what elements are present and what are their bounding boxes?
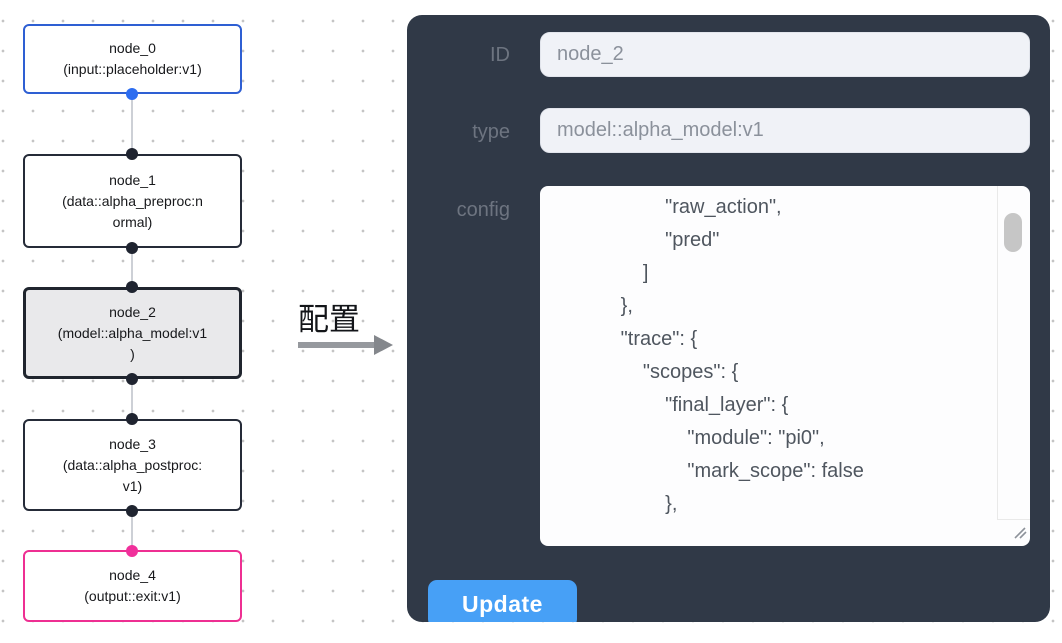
node2-output-handle[interactable] [126, 373, 138, 385]
config-json-text: "raw_action", "pred" ] }, "trace": { "sc… [620, 196, 864, 515]
node4-input-handle[interactable] [126, 545, 138, 557]
node-title: node_1 [109, 171, 156, 188]
node-subtitle: ormal) [112, 213, 153, 230]
node-title: node_4 [109, 567, 156, 583]
node1-input-handle[interactable] [126, 148, 138, 160]
node-subtitle: (model::alpha_model:v1 [57, 324, 208, 341]
node-subtitle: (output::exit:v1) [84, 588, 181, 604]
node-subtitle: (data::alpha_preproc:n [62, 192, 203, 209]
node2-input-handle[interactable] [126, 281, 138, 293]
workflow-canvas: node_0 (input::placeholder:v1) node_1 (d… [0, 0, 280, 643]
flow-node-node_0[interactable]: node_0 (input::placeholder:v1) [23, 24, 242, 94]
configure-label: 配置 [298, 302, 360, 337]
flow-node-node_1[interactable]: node_1 (data::alpha_preproc:n ormal) [23, 154, 242, 248]
node-title: node_0 [109, 40, 156, 56]
node-subtitle: ) [130, 345, 135, 362]
id-input[interactable] [540, 32, 1030, 77]
node1-output-handle[interactable] [126, 242, 138, 254]
config-textarea[interactable]: "raw_action", "pred" ] }, "trace": { "sc… [540, 186, 1030, 546]
node-subtitle: (input::placeholder:v1) [63, 61, 202, 77]
vertical-scrollbar-thumb[interactable] [1004, 213, 1022, 252]
config-field-label: config [456, 199, 510, 221]
node3-output-handle[interactable] [126, 505, 138, 517]
update-button[interactable]: Update [428, 580, 577, 622]
scrollbar-track-divider [997, 186, 998, 519]
edge-node2-node3 [131, 379, 133, 419]
node-title: node_2 [109, 303, 156, 320]
node-title: node_3 [109, 435, 156, 452]
node0-output-handle[interactable] [126, 88, 138, 100]
scrollbar-corner-divider [997, 519, 1030, 520]
node-subtitle: (data::alpha_postproc: [62, 456, 203, 473]
flow-node-node_3[interactable]: node_3 (data::alpha_postproc: v1) [23, 419, 242, 511]
edge-node0-node1 [131, 94, 133, 154]
id-field-label: ID [490, 44, 510, 66]
edge-node3-node4 [131, 511, 133, 551]
resize-handle-icon[interactable] [1012, 524, 1028, 545]
flow-node-node_4[interactable]: node_4 (output::exit:v1) [23, 550, 242, 622]
type-field-label: type [472, 121, 510, 143]
type-input[interactable] [540, 108, 1030, 153]
arrow-right-icon [295, 331, 395, 366]
node3-input-handle[interactable] [126, 413, 138, 425]
flow-node-node_2[interactable]: node_2 (model::alpha_model:v1 ) [23, 287, 242, 379]
node-config-panel: ID type config "raw_action", "pred" ] },… [407, 15, 1050, 622]
edge-node1-node2 [131, 248, 133, 287]
node-subtitle: v1) [122, 477, 143, 494]
